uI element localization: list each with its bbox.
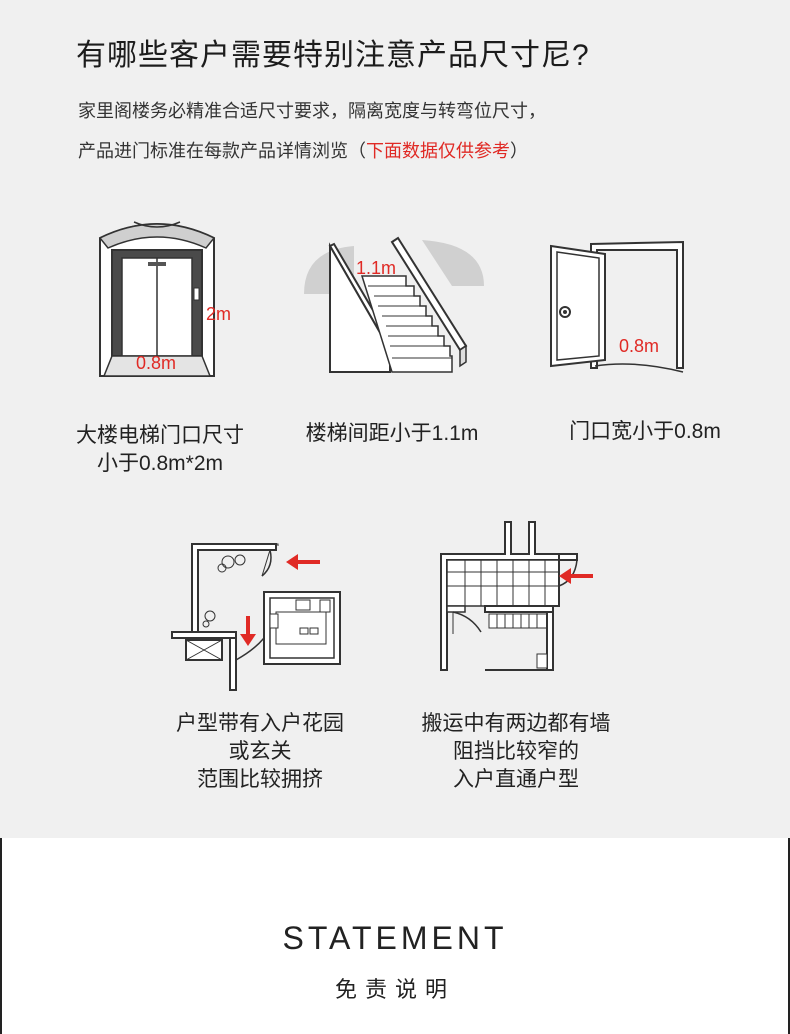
statement-title: STATEMENT xyxy=(282,920,508,956)
statement-left-border xyxy=(0,838,2,1034)
intro-disclaimer-highlight: 下面数据仅供参考 xyxy=(366,141,510,161)
corridor-caption-line-3: 入户直通户型 xyxy=(453,768,579,791)
elevator-width-label: 0.8m xyxy=(136,353,176,373)
stairs-caption-line-1: 楼梯间距小于1.1m xyxy=(305,422,479,445)
garden-caption: 户型带有入户花园 或玄关 范围比较拥挤 xyxy=(140,710,380,794)
door-icon: 0.8m xyxy=(550,240,684,373)
corridor-floorplan-icon xyxy=(440,521,593,671)
garden-caption-line-3: 范围比较拥挤 xyxy=(197,768,323,791)
door-width-label: 0.8m xyxy=(619,336,659,356)
elevator-caption-line-1: 大楼电梯门口尺寸 xyxy=(76,424,244,447)
corridor-caption-line-2: 阻挡比较窄的 xyxy=(453,740,579,763)
staircase-icon: 1.1m xyxy=(304,236,484,373)
elevator-caption: 大楼电梯门口尺寸 小于0.8m*2m xyxy=(60,422,260,478)
statement-right-border xyxy=(788,838,790,1034)
corridor-caption: 搬运中有两边都有墙 阻挡比较窄的 入户直通户型 xyxy=(396,710,636,794)
door-caption-line-1: 门口宽小于0.8m xyxy=(569,420,721,443)
garden-caption-line-2: 或玄关 xyxy=(228,740,292,763)
size-notice-section: 有哪些客户需要特别注意产品尺寸尼? 家里阁楼务必精准合适尺寸要求，隔离宽度与转弯… xyxy=(60,39,750,794)
garden-floorplan-icon xyxy=(171,543,341,691)
stairs-width-label: 1.1m xyxy=(356,258,396,278)
elevator-icon: 2m 0.8m xyxy=(98,221,231,377)
intro-line-2-prefix: 产品进门标准在每款产品详情浏览（ xyxy=(78,141,366,161)
intro-line-2-suffix: ） xyxy=(510,141,528,161)
page-title: 有哪些客户需要特别注意产品尺寸尼? xyxy=(76,39,590,72)
corridor-caption-line-1: 搬运中有两边都有墙 xyxy=(421,712,611,735)
garden-caption-line-1: 户型带有入户花园 xyxy=(176,712,344,735)
statement-subtitle: 免责说明 xyxy=(334,977,455,1002)
stairs-caption: 楼梯间距小于1.1m xyxy=(282,420,502,448)
statement-section xyxy=(0,838,790,1034)
elevator-height-label: 2m xyxy=(206,304,231,324)
intro-line-2: 产品进门标准在每款产品详情浏览（下面数据仅供参考） xyxy=(78,137,528,163)
door-caption: 门口宽小于0.8m xyxy=(540,418,750,446)
elevator-caption-line-2: 小于0.8m*2m xyxy=(96,452,224,475)
intro-line-1: 家里阁楼务必精准合适尺寸要求，隔离宽度与转弯位尺寸， xyxy=(78,101,546,121)
